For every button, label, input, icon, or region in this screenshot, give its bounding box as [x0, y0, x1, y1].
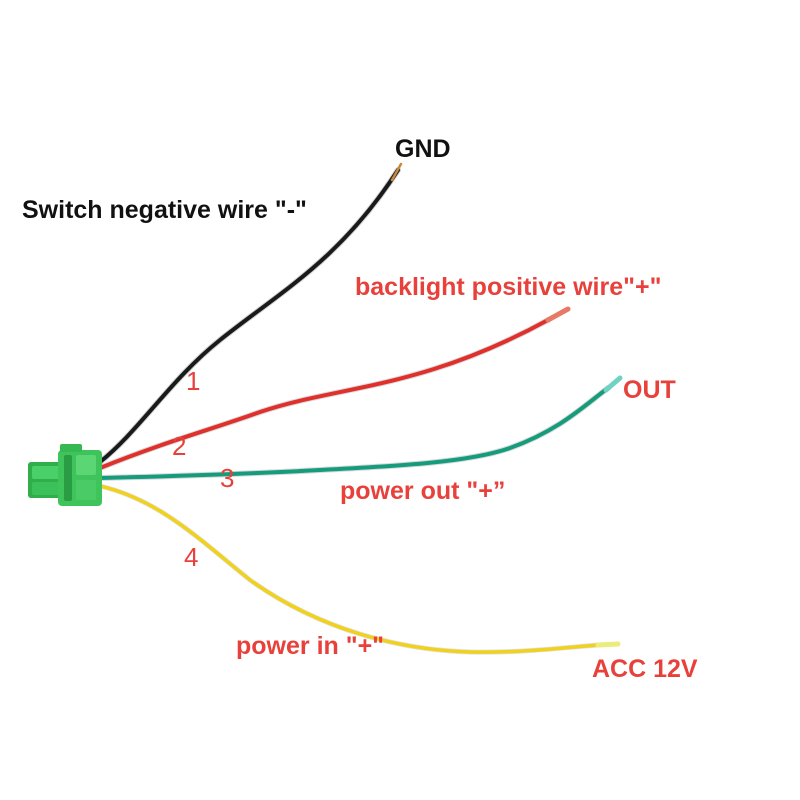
out-label: OUT [623, 376, 676, 404]
acc-label: ACC 12V [592, 655, 698, 683]
pin-number-3: 3 [220, 463, 235, 493]
green-wire-tip [603, 375, 623, 393]
power-out-label: power out "+” [340, 477, 506, 505]
black-wire-tip [390, 162, 403, 182]
yellow-wire [97, 483, 621, 655]
backlight-positive-label: backlight positive wire"+" [355, 273, 662, 301]
pin-number-4: 4 [184, 542, 199, 572]
red-wire [97, 306, 571, 471]
pin-number-2: 2 [172, 431, 187, 461]
black-wire [97, 162, 403, 465]
connector-plug [28, 444, 102, 506]
red-wire-tip [545, 306, 571, 323]
pin-number-1: 1 [186, 366, 201, 396]
power-in-label: power in "+" [236, 632, 385, 660]
switch-negative-label: Switch negative wire "-" [22, 196, 307, 224]
yellow-wire-tip [595, 641, 621, 648]
gnd-label: GND [395, 135, 451, 163]
green-wire [97, 375, 623, 481]
